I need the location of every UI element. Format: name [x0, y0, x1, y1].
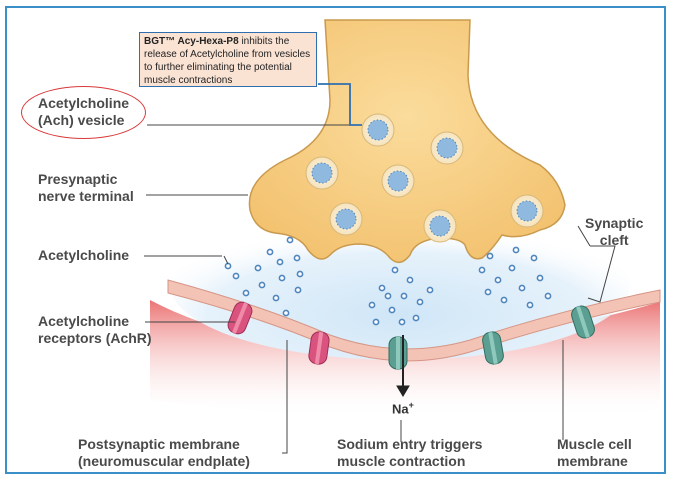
label-presynaptic: Presynaptic nerve terminal	[38, 171, 134, 205]
label-postsynaptic-line1: Postsynaptic membrane	[78, 436, 250, 453]
label-synaptic-cleft-line1: Synaptic	[585, 215, 643, 232]
label-acetylcholine: Acetylcholine	[38, 247, 129, 264]
label-synaptic-cleft: Synaptic cleft	[585, 215, 643, 249]
label-sodium-entry-line2: muscle contraction	[337, 453, 482, 470]
label-receptors-line2: receptors (AchR)	[38, 330, 152, 347]
label-sodium-entry-line1: Sodium entry triggers	[337, 436, 482, 453]
diagram-frame	[5, 6, 666, 474]
sodium-ion-charge: +	[409, 400, 414, 410]
label-ach-vesicle: Acetylcholine (Ach) vesicle	[38, 95, 129, 129]
label-presynaptic-line2: nerve terminal	[38, 188, 134, 205]
callout-product: BGT™ Acy-Hexa-P8	[144, 36, 239, 47]
label-receptors-line1: Acetylcholine	[38, 313, 152, 330]
label-presynaptic-line1: Presynaptic	[38, 171, 134, 188]
label-postsynaptic: Postsynaptic membrane (neuromuscular end…	[78, 436, 250, 470]
label-ach-vesicle-line1: Acetylcholine	[38, 95, 129, 112]
label-muscle-cell-line1: Muscle cell	[557, 436, 632, 453]
label-sodium-ion: Na+	[392, 400, 414, 416]
label-postsynaptic-line2: (neuromuscular endplate)	[78, 453, 250, 470]
label-muscle-cell: Muscle cell membrane	[557, 436, 632, 470]
label-ach-vesicle-line2: (Ach) vesicle	[38, 112, 129, 129]
label-sodium-entry: Sodium entry triggers muscle contraction	[337, 436, 482, 470]
label-synaptic-cleft-line2: cleft	[585, 232, 643, 249]
callout-box: BGT™ Acy-Hexa-P8 inhibits the release of…	[139, 32, 317, 87]
label-muscle-cell-line2: membrane	[557, 453, 632, 470]
label-receptors: Acetylcholine receptors (AchR)	[38, 313, 152, 347]
sodium-ion-symbol: Na	[392, 401, 409, 416]
